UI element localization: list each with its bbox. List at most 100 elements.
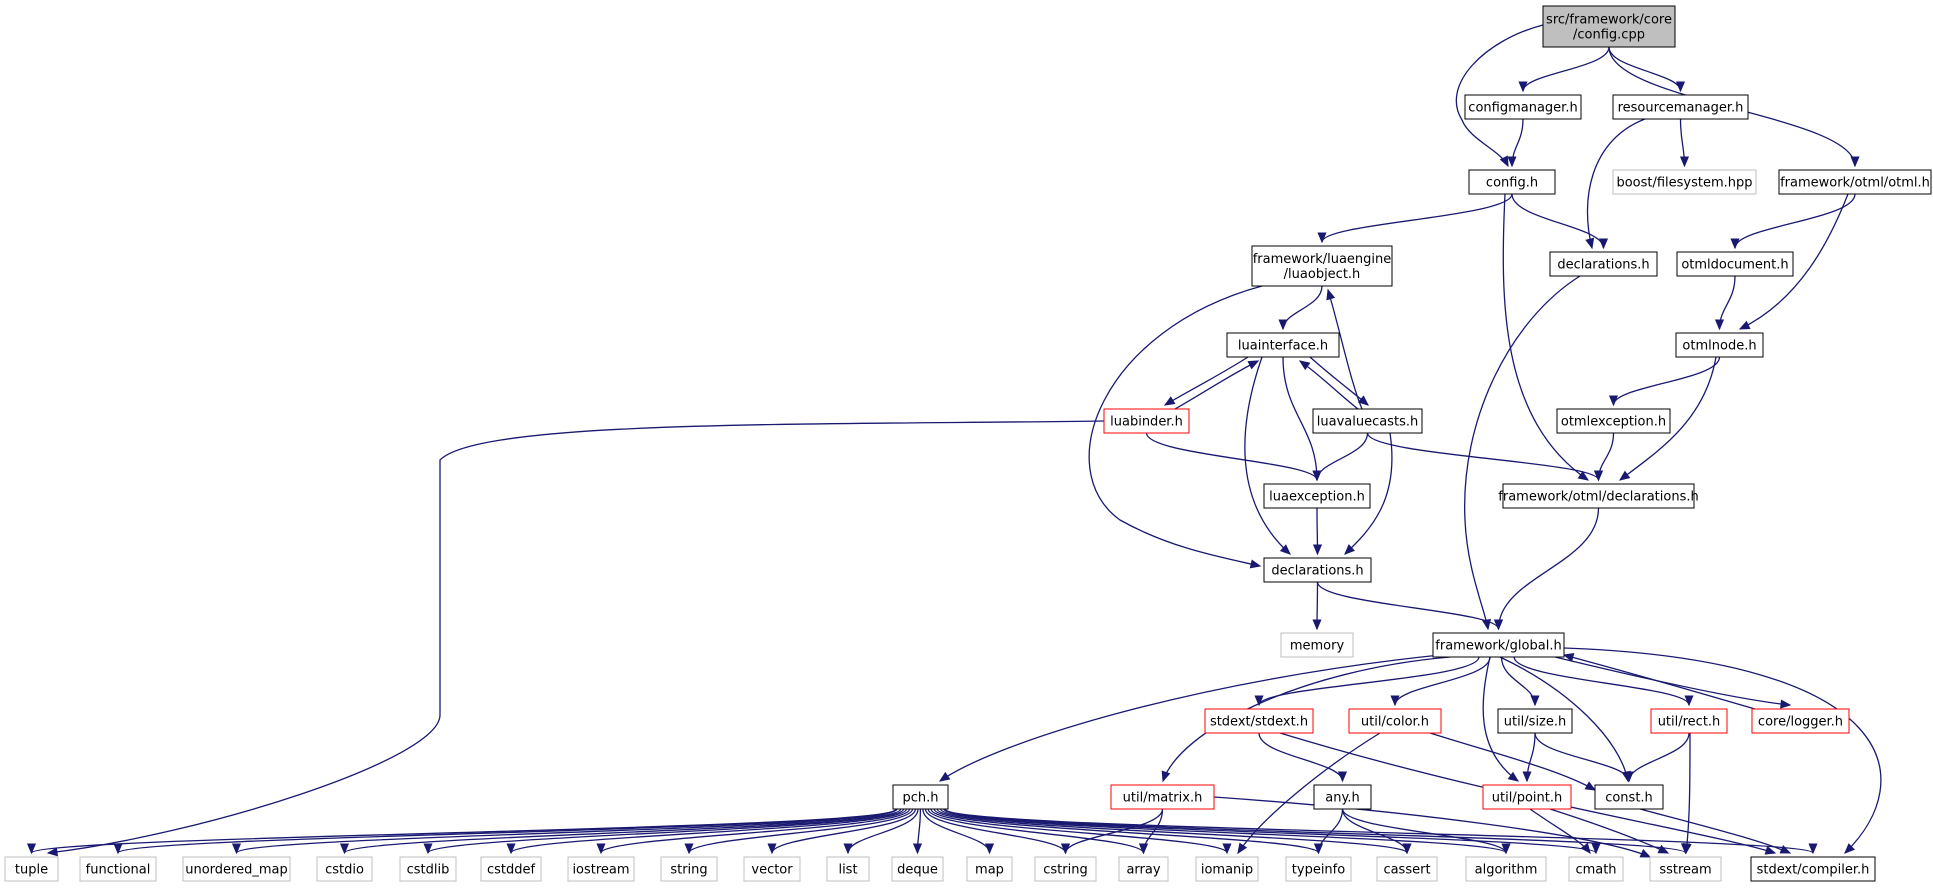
node-box: [1204, 708, 1314, 734]
node-label: framework/global.h: [1435, 639, 1561, 654]
node-box: [1110, 784, 1215, 810]
node-box: [660, 856, 718, 882]
edge-stdext_h-to-any_h: [1258, 732, 1348, 783]
node-otmlnode-h[interactable]: otmlnode.h: [1675, 332, 1764, 358]
edge-pch_h-to-deque: [912, 808, 923, 855]
edge-luavaluecasts_h-to-otml_declarations_h: [1366, 432, 1604, 482]
edge-luaobject_h-to-declarations_lua: [1088, 285, 1263, 569]
node-const-h[interactable]: const.h: [1594, 784, 1664, 810]
node-luaobject-h[interactable]: framework/luaengine/luaobject.h: [1251, 245, 1393, 287]
node-label: typeinfo: [1292, 863, 1345, 878]
node-otml-declarations-h[interactable]: framework/otml/declarations.h: [1498, 483, 1699, 509]
node-stdext-h[interactable]: stdext/stdext.h: [1204, 708, 1314, 734]
edge-stdext_h-to-compiler_h: [1279, 732, 1777, 855]
node-logger-h[interactable]: core/logger.h: [1751, 708, 1850, 734]
node-label: const.h: [1605, 791, 1653, 806]
node-declarations-lua[interactable]: declarations.h: [1263, 557, 1372, 583]
node-label: otmlnode.h: [1682, 339, 1756, 354]
node-luabinder-h[interactable]: luabinder.h: [1103, 408, 1190, 434]
node-label: luainterface.h: [1238, 339, 1328, 354]
node-cassert: cassert: [1376, 856, 1438, 882]
node-configmanager-h[interactable]: configmanager.h: [1464, 94, 1582, 120]
edge-any_h-to-algorithm: [1341, 808, 1511, 855]
node-label: cstring: [1043, 863, 1087, 878]
edge-global_h-to-pch_h: [938, 654, 1441, 782]
node-otmldocument-h[interactable]: otmldocument.h: [1676, 251, 1794, 277]
node-size-h[interactable]: util/size.h: [1497, 708, 1573, 734]
edge-pch_h-to-map: [922, 808, 995, 855]
node-box: [1675, 332, 1764, 358]
node-luainterface-h[interactable]: luainterface.h: [1226, 332, 1340, 358]
edge-luaobject_h-to-luainterface_h: [1278, 285, 1323, 331]
edge-luavaluecasts_h-to-luainterface_h: [1298, 360, 1359, 410]
edge-luaexception_h-to-declarations_lua: [1312, 507, 1323, 556]
node-iostream: iostream: [567, 856, 635, 882]
node-box: [1542, 5, 1676, 48]
edges-layer: [26, 24, 1882, 858]
edge-pch_h-to-cstdlib: [423, 808, 905, 855]
edge-otmldocument_h-to-otmlnode_h: [1714, 275, 1736, 331]
node-box: [1263, 557, 1372, 583]
node-resourcemanager-h[interactable]: resourcemanager.h: [1612, 94, 1749, 120]
edge-global_h-to-color_h: [1390, 656, 1491, 707]
edge-declarations_lua-to-global_h: [1316, 581, 1504, 631]
node-color-h[interactable]: util/color.h: [1348, 708, 1442, 734]
edge-otml_declarations_h-to-global_h: [1493, 507, 1600, 631]
node-compiler-h[interactable]: stdext/compiler.h: [1750, 856, 1876, 882]
node-rect-h[interactable]: util/rect.h: [1650, 708, 1728, 734]
edge-rect_h-to-sstream: [1682, 732, 1692, 855]
node-box: [1034, 856, 1097, 882]
node-label: iostream: [572, 863, 629, 878]
node-box: [1497, 708, 1573, 734]
edge-pch_h-to-cstdio: [339, 808, 902, 855]
edge-logger_h-to-global_h: [1562, 653, 1756, 710]
edge-luainterface_h-to-luavaluecasts_h: [1309, 356, 1369, 406]
node-label: cassert: [1383, 863, 1430, 878]
node-label: tuple: [15, 863, 48, 878]
node-otml-h[interactable]: framework/otml/otml.h: [1778, 169, 1932, 195]
node-config-h[interactable]: config.h: [1468, 169, 1556, 195]
edge-luavaluecasts_h-to-luaexception_h: [1312, 432, 1369, 482]
node-box: [892, 784, 949, 810]
node-label: config.h: [1486, 176, 1538, 191]
node-point-h[interactable]: util/point.h: [1482, 784, 1572, 810]
node-label: luabinder.h: [1110, 415, 1183, 430]
node-label: cstdio: [325, 863, 364, 878]
node-cstdlib: cstdlib: [399, 856, 457, 882]
edge-global_h-to-matrix_h: [1161, 656, 1451, 783]
node-box: [1432, 632, 1565, 658]
edge-size_h-to-point_h: [1522, 732, 1536, 783]
node-label: util/color.h: [1361, 715, 1429, 730]
node-label: configmanager.h: [1468, 101, 1577, 116]
node-global-h[interactable]: framework/global.h: [1432, 632, 1565, 658]
edge-configmanager_h-to-config_h: [1507, 118, 1524, 168]
node-pch-h[interactable]: pch.h: [892, 784, 949, 810]
node-declarations-core[interactable]: declarations.h: [1549, 251, 1658, 277]
node-box: [316, 856, 373, 882]
node-cstdio: cstdio: [316, 856, 373, 882]
node-luavaluecasts-h[interactable]: luavaluecasts.h: [1312, 408, 1423, 434]
node-config-cpp[interactable]: src/framework/core/config.cpp: [1542, 5, 1676, 48]
node-box: [1313, 784, 1372, 810]
edge-luavaluecasts_h-to-declarations_lua: [1344, 432, 1393, 555]
edge-resourcemanager_h-to-boost_filesystem_hpp: [1679, 118, 1690, 168]
node-box: [399, 856, 457, 882]
edge-pch_h-to-iostream: [596, 808, 911, 855]
node-label: util/matrix.h: [1123, 791, 1203, 806]
node-matrix-h[interactable]: util/matrix.h: [1110, 784, 1215, 810]
node-label: framework/luaengine: [1253, 252, 1392, 267]
node-otmlexception-h[interactable]: otmlexception.h: [1556, 408, 1671, 434]
node-iomanip: iomanip: [1195, 856, 1259, 882]
node-label: util/point.h: [1492, 791, 1562, 806]
node-any-h[interactable]: any.h: [1313, 784, 1372, 810]
node-box: [1778, 169, 1932, 195]
node-label: pch.h: [902, 791, 938, 806]
node-map: map: [966, 856, 1013, 882]
node-label: list: [838, 863, 857, 878]
edge-pch_h-to-cstddef: [506, 808, 908, 855]
edge-otml_h-to-otmlnode_h: [1738, 193, 1849, 330]
node-box: [4, 856, 59, 882]
edge-otml_h-to-otmldocument_h: [1730, 193, 1856, 250]
edge-declarations_core-to-global_h: [1464, 275, 1581, 631]
node-luaexception-h[interactable]: luaexception.h: [1263, 483, 1371, 509]
